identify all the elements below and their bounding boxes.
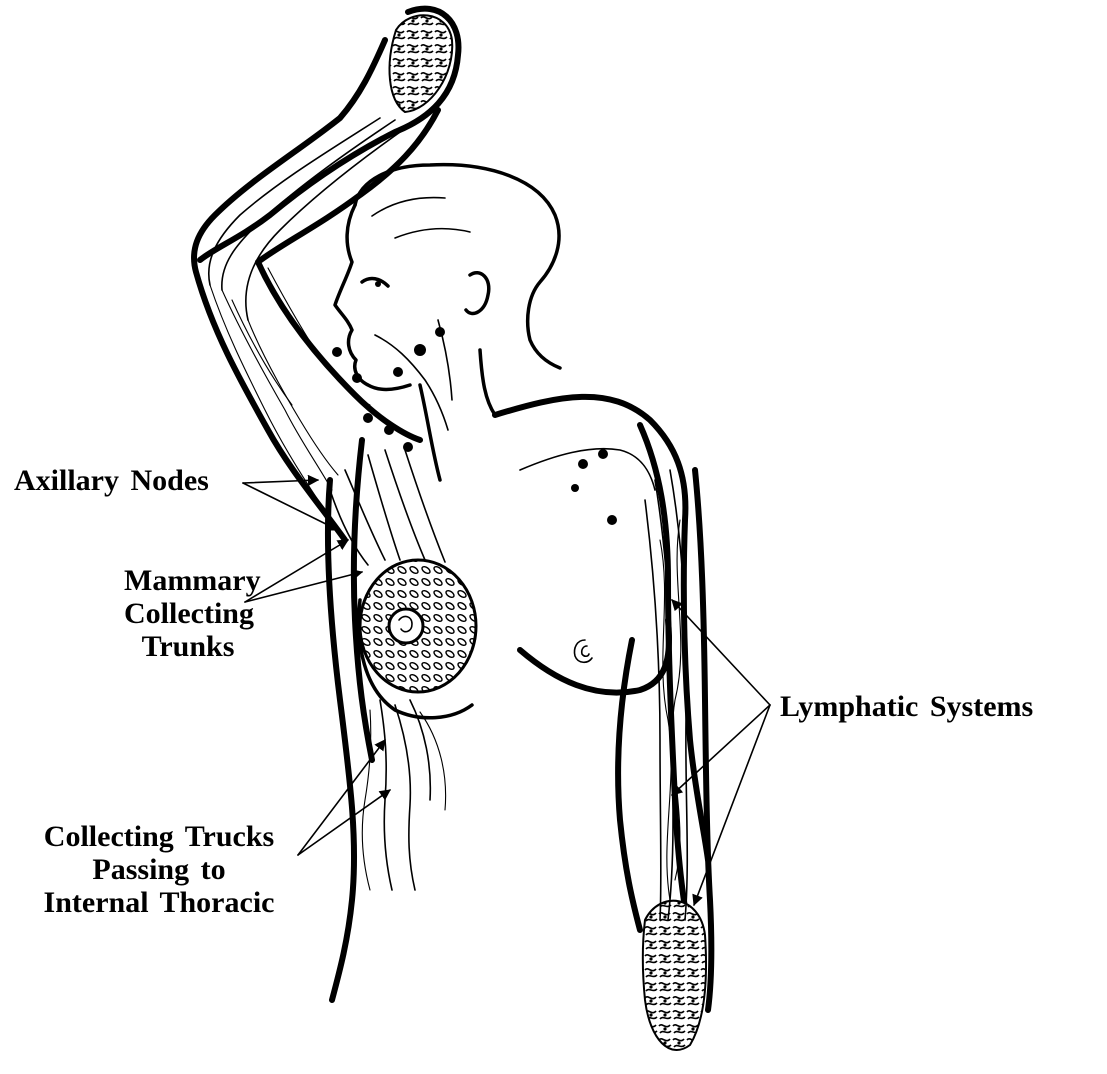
hand-lower-node-cluster xyxy=(643,901,706,1050)
label-collecting-line3: Internal Thoracic xyxy=(14,886,304,919)
label-mammary-line1: Mammary xyxy=(124,564,252,597)
label-lymphatic-systems: Lymphatic Systems xyxy=(780,690,1033,723)
breast-lobules xyxy=(360,560,476,692)
label-collecting-line2: Passing to xyxy=(14,853,304,886)
label-mammary-line2: Collecting xyxy=(124,597,252,630)
label-collecting-line1: Collecting Trucks xyxy=(14,820,304,853)
head xyxy=(335,165,560,480)
label-mammary-collecting-trunks: Mammary Collecting Trunks xyxy=(124,564,252,663)
leader-lines xyxy=(243,480,770,905)
nipple-left xyxy=(574,640,592,662)
label-axillary-nodes: Axillary Nodes xyxy=(14,464,209,497)
raised-arm xyxy=(194,9,458,540)
label-mammary-line3: Trunks xyxy=(124,630,252,663)
torso xyxy=(328,397,708,1000)
label-collecting-trucks: Collecting Trucks Passing to Internal Th… xyxy=(14,820,304,919)
